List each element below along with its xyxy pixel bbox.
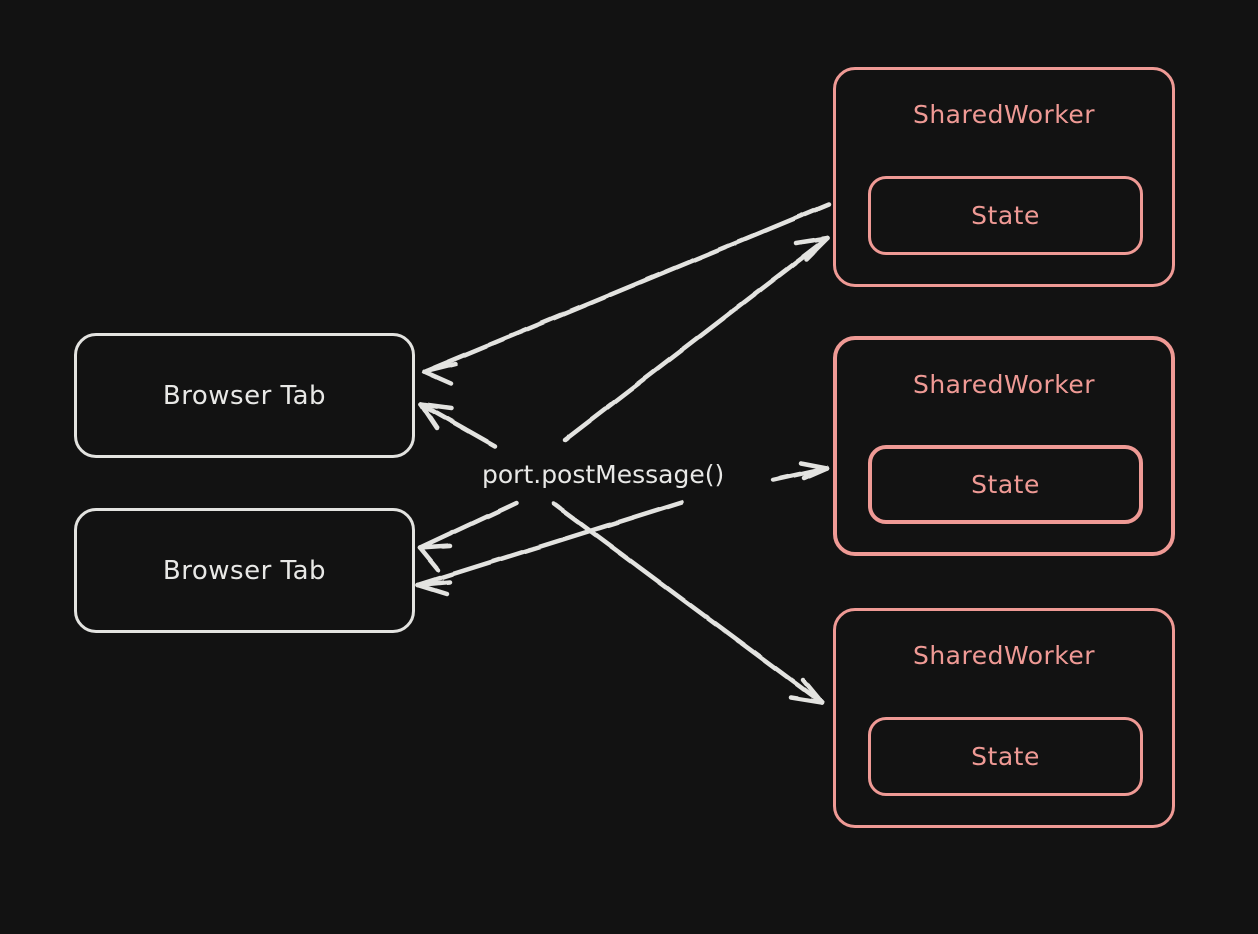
sharedworker-1-title: SharedWorker	[912, 100, 1096, 129]
edge-label-post-message: port.postMessage()	[476, 458, 731, 491]
arrow-hub-to-worker1	[562, 235, 831, 443]
node-browser-tab-2[interactable]: Browser Tab	[74, 508, 415, 633]
state-box-3[interactable]: State	[868, 717, 1143, 796]
arrow-hub-to-worker3	[551, 501, 825, 706]
browser-tab-1-label: Browser Tab	[162, 380, 327, 411]
node-sharedworker-1[interactable]: SharedWorker	[833, 67, 1175, 287]
arrow-hub-to-tab2-upper	[417, 500, 519, 573]
arrow-hub-to-tab1	[418, 401, 498, 449]
state-2-label: State	[971, 470, 1040, 499]
node-sharedworker-3[interactable]: SharedWorker	[833, 608, 1175, 828]
node-sharedworker-2[interactable]: SharedWorker	[833, 336, 1175, 556]
browser-tab-2-label: Browser Tab	[162, 555, 327, 586]
sharedworker-2-title: SharedWorker	[912, 370, 1096, 399]
state-box-2[interactable]: State	[868, 445, 1143, 524]
state-3-label: State	[971, 742, 1040, 771]
state-box-1[interactable]: State	[868, 176, 1143, 255]
node-browser-tab-1[interactable]: Browser Tab	[74, 333, 415, 458]
arrow-worker1-to-tab1	[421, 201, 832, 387]
arrow-hub-to-worker2	[770, 460, 830, 483]
state-1-label: State	[971, 201, 1040, 230]
arrow-hub-to-tab2-lower	[415, 499, 685, 597]
sharedworker-3-title: SharedWorker	[912, 641, 1096, 670]
